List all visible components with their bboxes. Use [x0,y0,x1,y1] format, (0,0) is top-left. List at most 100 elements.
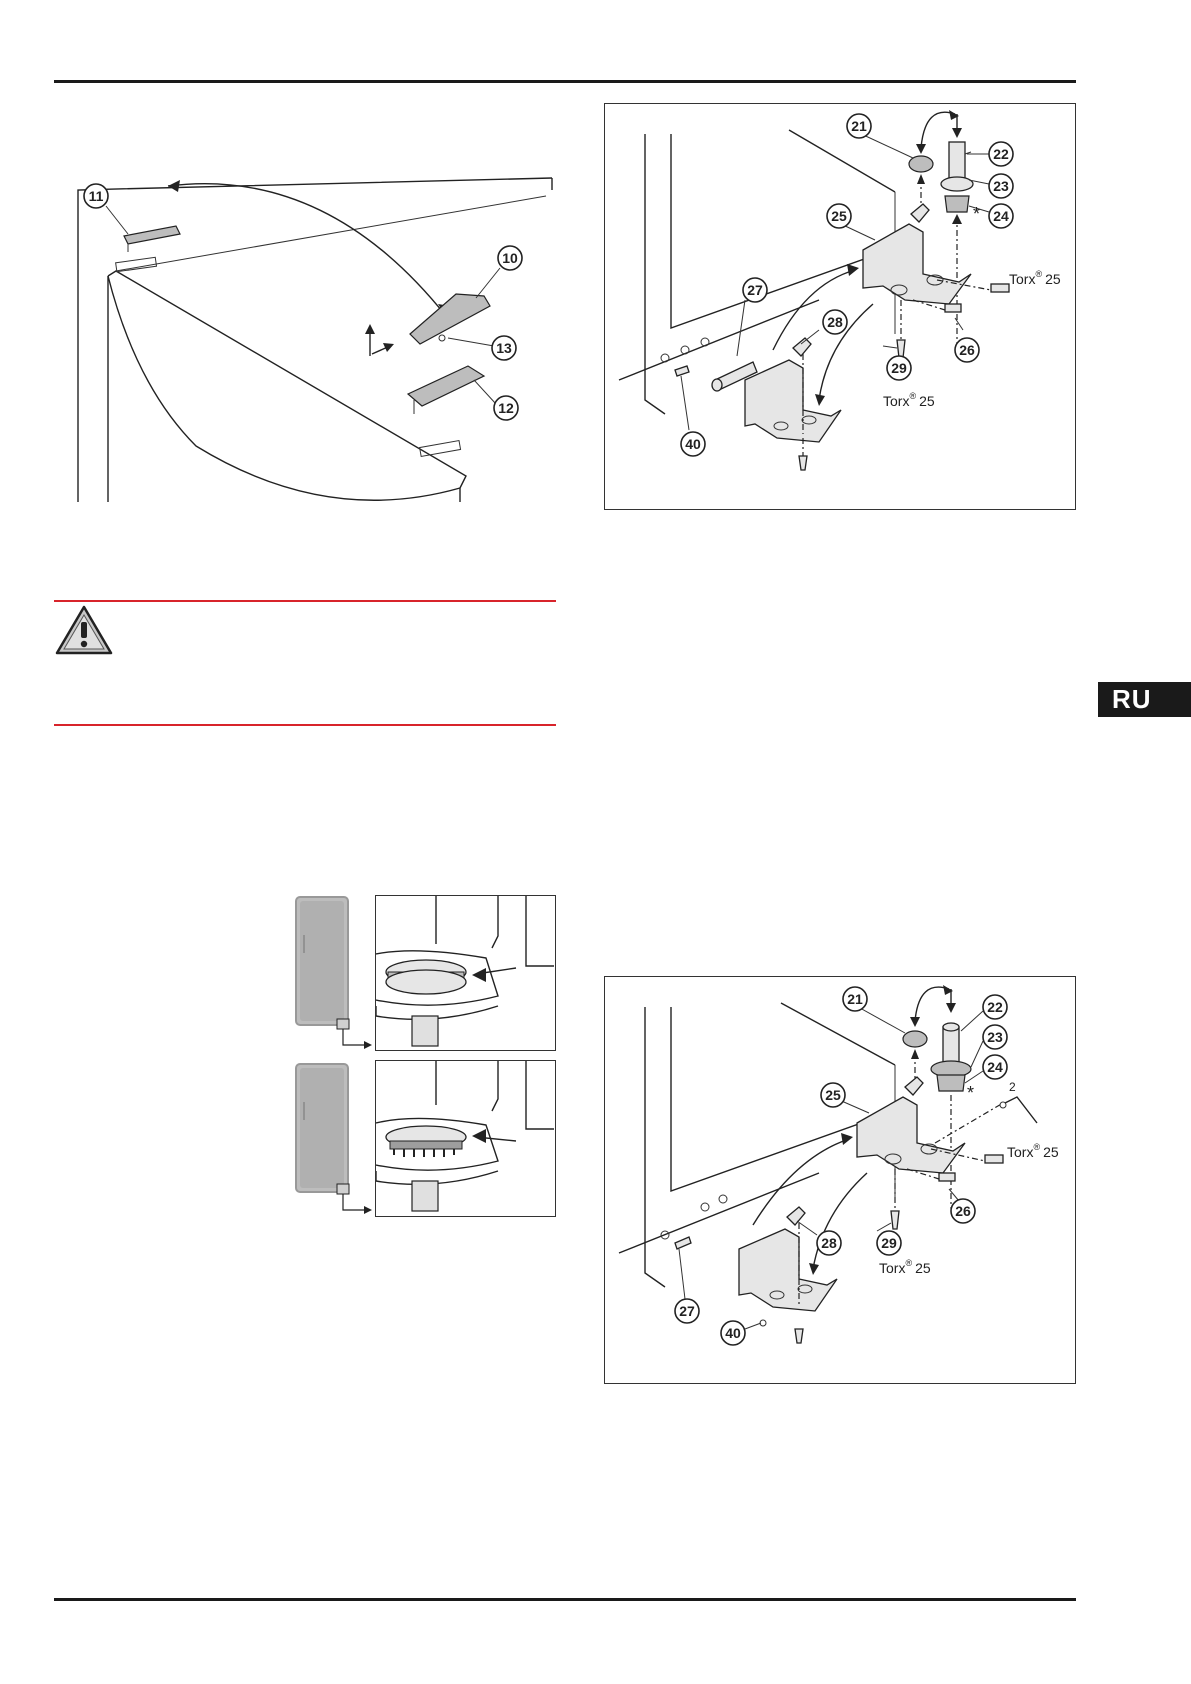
callout-40: 40 [680,431,706,457]
hinge-bracket-relocated [738,1228,838,1312]
torx-label-1: Torx®25 [1009,269,1061,287]
callout-24: 24 [988,203,1014,229]
language-tab-label: RU [1112,684,1152,714]
figure-hinge-upper: * Torx®25 Torx®25 21 22 23 24 25 26 27 2… [604,103,1076,510]
language-tab: RU [1098,682,1191,717]
footer-rule [54,1598,1076,1601]
callout-11: 11 [83,183,109,209]
callout-28: 28 [816,1230,842,1256]
callout-28: 28 [822,309,848,335]
cover-part-11 [123,225,181,245]
callout-25: 25 [826,203,852,229]
torx-label-2: Torx®25 [879,1258,931,1276]
svg-text:26: 26 [959,342,975,358]
bushing-24 [936,1074,966,1092]
header-rule [54,80,1076,83]
svg-text:26: 26 [955,1203,971,1219]
foot-pointer-upper [336,1018,376,1054]
screw-26-b [938,1172,956,1182]
svg-text:24: 24 [993,208,1009,224]
warning-top-rule [54,600,556,602]
screw-13 [438,334,446,342]
svg-text:21: 21 [851,118,867,134]
asterisk-note: * [973,204,980,224]
svg-text:40: 40 [725,1325,741,1341]
pin-22 [948,141,966,183]
hinge-slot-left [115,256,158,273]
hinge-slot-right [419,440,462,457]
callout-27: 27 [674,1298,700,1324]
callout-26: 26 [954,337,980,363]
cap-21 [902,1030,928,1048]
figure-foot-detail-upper [375,895,556,1051]
bushing-24 [944,195,970,213]
cabinet-top-line [115,195,547,272]
figure-foot-detail-lower [375,1060,556,1217]
callout-29: 29 [886,355,912,381]
callout-40: 40 [720,1320,746,1346]
top-cover-illustration: 11 10 13 12 [77,177,553,502]
torx-label-1: Torx®25 [1007,1142,1059,1160]
callout-23: 23 [988,173,1014,199]
callout-29: 29 [876,1230,902,1256]
callout-13: 13 [491,335,517,361]
svg-text:10: 10 [502,250,518,266]
move-arrow [167,182,447,317]
warning-bottom-rule [54,724,556,726]
screw-27 [674,1236,692,1250]
handle-cover-part-10 [409,293,491,345]
svg-text:40: 40 [685,436,701,452]
svg-text:29: 29 [881,1235,897,1251]
svg-text:28: 28 [827,314,843,330]
part-28 [786,1206,806,1226]
callout-12: 12 [493,395,519,421]
hinge-bracket-25 [856,1096,966,1174]
svg-text:22: 22 [987,999,1003,1015]
fridge-thumbnail-lower [294,1062,350,1198]
svg-text:25: 25 [831,208,847,224]
svg-text:13: 13 [496,340,512,356]
svg-text:23: 23 [993,178,1009,194]
callout-21: 21 [842,986,868,1012]
svg-text:22: 22 [993,146,1009,162]
svg-text:23: 23 [987,1029,1003,1045]
callout-23: 23 [982,1024,1008,1050]
callout-21: 21 [846,113,872,139]
callout-10: 10 [497,245,523,271]
warning-icon [54,604,114,656]
svg-text:25: 25 [825,1087,841,1103]
figure-top-cover: 11 10 13 12 [76,176,556,502]
cabinet-edge [77,177,553,502]
callout-24: 24 [982,1054,1008,1080]
svg-text:11: 11 [89,188,104,204]
part-28 [792,337,812,357]
allen-key [1004,1096,1038,1124]
svg-text:27: 27 [679,1303,695,1319]
svg-text:28: 28 [821,1235,837,1251]
door-top-edge [107,270,467,489]
callout-25: 25 [820,1082,846,1108]
hinge-bracket-relocated [744,359,842,443]
screw-40 [674,365,690,377]
figure-hinge-lower: 2 * Tor [604,976,1076,1384]
callout-27: 27 [742,277,768,303]
svg-text:24: 24 [987,1059,1003,1075]
cap-21 [908,155,934,173]
screw-26-b [944,303,962,313]
hinge-bracket-25 [862,223,972,305]
screw-26-a [984,1154,1004,1164]
door-front-curve [107,275,461,501]
pin-22 [942,1026,960,1066]
allen-size-label: 2 [1009,1080,1016,1094]
screw-29 [890,1210,900,1230]
svg-text:12: 12 [498,400,514,416]
callout-22: 22 [988,141,1014,167]
bracket-part-12 [406,365,486,407]
screw-26-a [990,283,1010,293]
svg-text:29: 29 [891,360,907,376]
svg-text:27: 27 [747,282,763,298]
svg-text:21: 21 [847,991,863,1007]
torx-label-2: Torx®25 [883,391,935,409]
fridge-thumbnail-upper [294,895,350,1031]
asterisk-note: * [967,1083,974,1103]
